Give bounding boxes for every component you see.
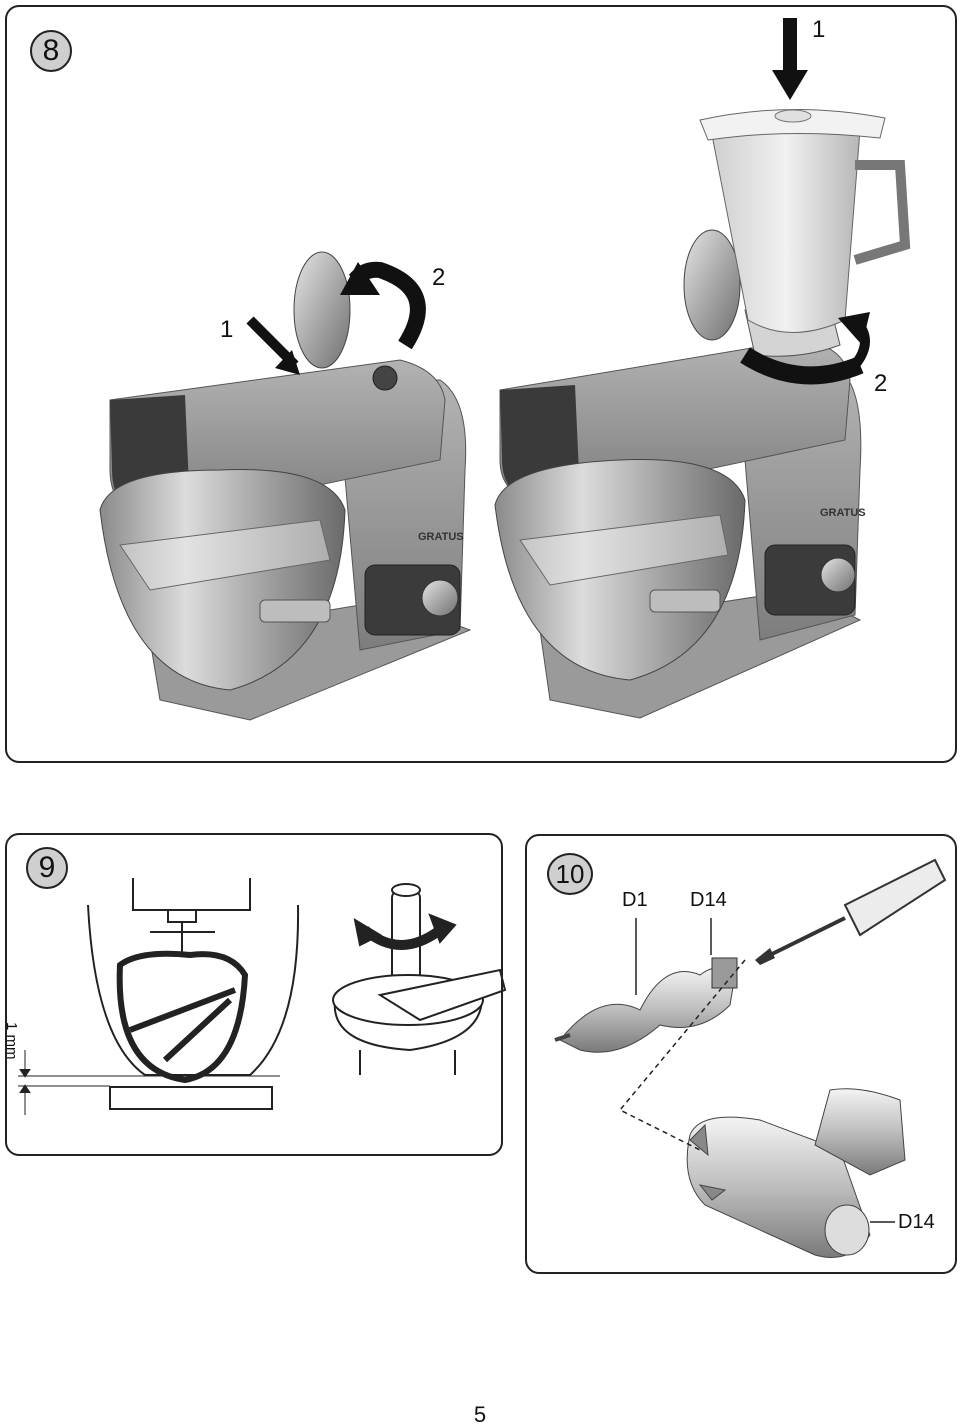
right-mixer-brand: GRATUS bbox=[820, 507, 866, 519]
callout-lines bbox=[618, 918, 895, 1223]
wrench-adjustment-diagram bbox=[332, 883, 507, 1075]
part-label-d14-top: D14 bbox=[690, 889, 727, 911]
part-label-d14-bottom: D14 bbox=[898, 1211, 935, 1233]
part-label-d1: D1 bbox=[622, 889, 648, 911]
left-arrow-1-label: 1 bbox=[220, 316, 234, 343]
step-8-number: 8 bbox=[30, 30, 72, 72]
left-arrow-2-label: 2 bbox=[432, 264, 446, 291]
gap-measurement-label: 1 mm bbox=[3, 1022, 20, 1060]
page-number: 5 bbox=[473, 1402, 487, 1427]
right-stand-mixer bbox=[494, 18, 911, 719]
step-10-number: 10 bbox=[547, 853, 593, 895]
left-stand-mixer bbox=[99, 251, 472, 721]
beater-gap-diagram bbox=[18, 878, 300, 1115]
left-mixer-brand: GRATUS bbox=[418, 531, 464, 543]
meat-grinder-parts bbox=[554, 858, 947, 1258]
right-arrow-2-label: 2 bbox=[874, 370, 888, 397]
step-9-panel bbox=[5, 833, 503, 1156]
step-10-panel bbox=[525, 834, 957, 1274]
blender-arrow-1-label: 1 bbox=[812, 16, 826, 43]
step-9-number: 9 bbox=[26, 847, 68, 889]
